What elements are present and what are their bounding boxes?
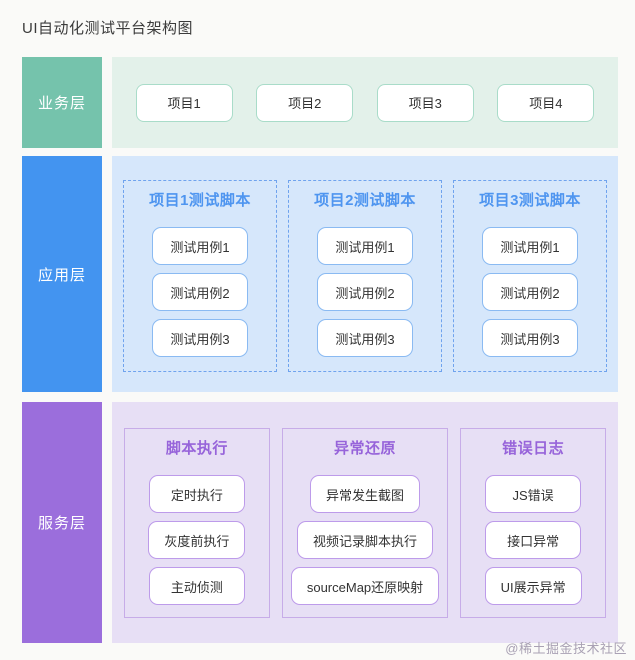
service-group-script-execution: 脚本执行 定时执行 灰度前执行 主动侦测 [124,428,270,618]
layer-row-business: 业务层 项目1 项目2 项目3 项目4 [22,57,618,148]
service-panel: 脚本执行 定时执行 灰度前执行 主动侦测 异常还原 异常发生截图 视频记录脚本执… [112,402,618,643]
business-panel: 项目1 项目2 项目3 项目4 [112,57,618,148]
service-item-box: JS错误 [485,475,582,513]
service-item-box: 异常发生截图 [309,475,420,513]
layer-row-service: 服务层 脚本执行 定时执行 灰度前执行 主动侦测 异常还原 异常发生截图 视频记… [22,402,618,643]
test-case-box: 测试用例1 [152,227,248,265]
project-box: 项目1 [135,83,233,122]
test-case-box: 测试用例2 [317,273,413,311]
project-box: 项目2 [256,83,354,122]
service-item-box: 主动侦测 [148,567,245,605]
architecture-diagram: 业务层 项目1 项目2 项目3 项目4 应用层 项目1测试脚本 测试用例1 测试… [22,57,618,643]
service-item-box: UI展示异常 [484,567,582,605]
test-case-box: 测试用例3 [152,319,248,357]
group-title: 项目1测试脚本 [149,192,251,209]
service-group-exception-restore: 异常还原 异常发生截图 视频记录脚本执行 sourceMap还原映射 [281,428,449,618]
test-case-box: 测试用例1 [317,227,413,265]
group-title: 异常还原 [333,440,396,457]
service-item-box: 定时执行 [148,475,245,513]
layer-label-application: 应用层 [22,156,102,392]
test-script-group-2: 项目2测试脚本 测试用例1 测试用例2 测试用例3 [288,180,442,372]
layer-label-service: 服务层 [22,402,102,643]
test-script-group-1: 项目1测试脚本 测试用例1 测试用例2 测试用例3 [123,180,277,372]
test-script-group-3: 项目3测试脚本 测试用例1 测试用例2 测试用例3 [453,180,607,372]
service-item-box: sourceMap还原映射 [290,567,440,605]
service-item-box: 灰度前执行 [148,521,246,559]
project-box: 项目3 [376,83,474,122]
watermark: @稀土掘金技术社区 [505,641,627,656]
layer-label-business: 业务层 [22,57,102,148]
application-panel: 项目1测试脚本 测试用例1 测试用例2 测试用例3 项目2测试脚本 测试用例1 … [112,156,618,392]
group-title: 脚本执行 [165,440,228,457]
test-case-box: 测试用例2 [482,273,578,311]
test-case-box: 测试用例1 [482,227,578,265]
test-case-box: 测试用例3 [317,319,413,357]
service-item-box: 接口异常 [485,521,582,559]
group-title: 错误日志 [502,440,565,457]
page-title: UI自动化测试平台架构图 [22,20,194,37]
test-case-box: 测试用例3 [482,319,578,357]
project-box: 项目4 [497,83,595,122]
group-title: 项目3测试脚本 [479,192,581,209]
service-item-box: 视频记录脚本执行 [296,521,433,559]
test-case-box: 测试用例2 [152,273,248,311]
group-title: 项目2测试脚本 [314,192,416,209]
layer-row-application: 应用层 项目1测试脚本 测试用例1 测试用例2 测试用例3 项目2测试脚本 测试… [22,156,618,392]
service-group-error-log: 错误日志 JS错误 接口异常 UI展示异常 [460,428,606,618]
